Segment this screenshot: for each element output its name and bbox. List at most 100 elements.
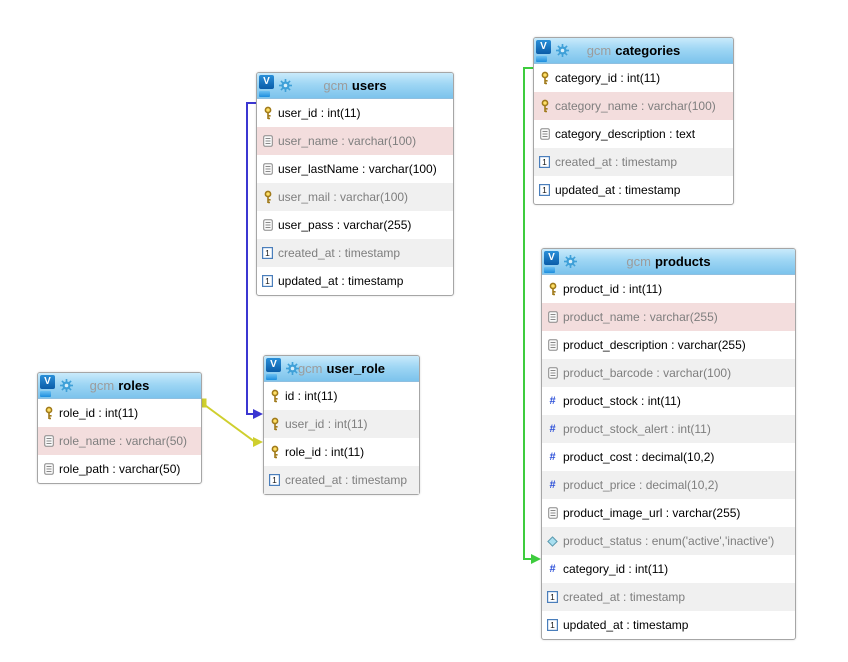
table-collapse-strip[interactable] bbox=[259, 91, 270, 97]
field-label: user_mail : varchar(100) bbox=[278, 190, 409, 204]
field-row-categories-category_id[interactable]: category_id : int(11) bbox=[534, 64, 733, 92]
field-row-products-product_description[interactable]: product_description : varchar(255) bbox=[542, 331, 795, 359]
table-name: products bbox=[654, 254, 711, 269]
field-row-categories-category_description[interactable]: category_description : text bbox=[534, 120, 733, 148]
svg-text:1: 1 bbox=[542, 185, 547, 195]
field-label: category_description : text bbox=[555, 127, 696, 141]
timestamp-icon: 1 bbox=[547, 619, 558, 631]
gear-icon[interactable] bbox=[60, 379, 73, 392]
field-icon-wrap bbox=[260, 219, 275, 231]
field-icon-wrap bbox=[537, 71, 552, 85]
text-column-icon bbox=[43, 435, 54, 447]
table-toggle-button[interactable]: V bbox=[266, 358, 281, 372]
numeric-column-icon: # bbox=[549, 394, 556, 407]
field-row-users-user_lastName[interactable]: user_lastName : varchar(100) bbox=[257, 155, 453, 183]
field-label: category_id : int(11) bbox=[563, 562, 669, 576]
field-row-roles-role_path[interactable]: role_path : varchar(50) bbox=[38, 455, 201, 483]
table-toggle-button[interactable]: V bbox=[40, 375, 55, 389]
field-label: id : int(11) bbox=[285, 389, 338, 403]
field-row-products-product_id[interactable]: product_id : int(11) bbox=[542, 275, 795, 303]
gear-icon[interactable] bbox=[556, 44, 569, 57]
field-row-products-product_stock_alert[interactable]: #product_stock_alert : int(11) bbox=[542, 415, 795, 443]
relation-arrowhead bbox=[253, 437, 263, 447]
field-label: created_at : timestamp bbox=[555, 155, 678, 169]
field-label: user_id : int(11) bbox=[285, 417, 368, 431]
field-row-products-category_id[interactable]: #category_id : int(11) bbox=[542, 555, 795, 583]
field-row-categories-created_at[interactable]: 1 created_at : timestamp bbox=[534, 148, 733, 176]
field-label: created_at : timestamp bbox=[285, 473, 408, 487]
field-label: created_at : timestamp bbox=[278, 246, 401, 260]
field-row-roles-role_name[interactable]: role_name : varchar(50) bbox=[38, 427, 201, 455]
table-collapse-strip[interactable] bbox=[536, 56, 547, 62]
field-row-users-user_pass[interactable]: user_pass : varchar(255) bbox=[257, 211, 453, 239]
field-row-users-user_mail[interactable]: user_mail : varchar(100) bbox=[257, 183, 453, 211]
field-row-users-user_id[interactable]: user_id : int(11) bbox=[257, 99, 453, 127]
svg-text:1: 1 bbox=[542, 157, 547, 167]
field-row-products-product_name[interactable]: product_name : varchar(255) bbox=[542, 303, 795, 331]
table-collapse-strip[interactable] bbox=[266, 374, 277, 380]
table-name: user_role bbox=[326, 361, 386, 376]
gear-icon[interactable] bbox=[279, 79, 292, 92]
primary-key-icon bbox=[549, 282, 556, 296]
field-icon-wrap bbox=[260, 106, 275, 120]
primary-key-icon bbox=[541, 71, 548, 85]
field-label: product_cost : decimal(10,2) bbox=[563, 450, 715, 464]
field-row-products-product_stock[interactable]: #product_stock : int(11) bbox=[542, 387, 795, 415]
svg-text:1: 1 bbox=[550, 620, 555, 630]
field-row-products-product_cost[interactable]: #product_cost : decimal(10,2) bbox=[542, 443, 795, 471]
gear-icon[interactable] bbox=[564, 255, 577, 268]
field-icon-wrap: 1 bbox=[260, 247, 275, 259]
gear-icon[interactable] bbox=[286, 362, 299, 375]
table-toggle-button[interactable]: V bbox=[536, 40, 551, 54]
field-label: role_name : varchar(50) bbox=[59, 434, 188, 448]
table-toggle-button[interactable]: V bbox=[259, 75, 274, 89]
field-icon-wrap bbox=[545, 311, 560, 323]
primary-key-icon bbox=[45, 406, 52, 420]
text-column-icon bbox=[43, 463, 54, 475]
field-row-products-product_status[interactable]: product_status : enum('active','inactive… bbox=[542, 527, 795, 555]
field-row-user_role-id[interactable]: id : int(11) bbox=[264, 382, 419, 410]
text-column-icon bbox=[539, 128, 550, 140]
database-prefix: gcm bbox=[626, 254, 651, 269]
relation-arrowhead bbox=[253, 409, 263, 419]
field-label: role_id : int(11) bbox=[285, 445, 365, 459]
field-icon-wrap bbox=[545, 339, 560, 351]
text-column-icon bbox=[547, 311, 558, 323]
field-row-users-user_name[interactable]: user_name : varchar(100) bbox=[257, 127, 453, 155]
field-label: product_id : int(11) bbox=[563, 282, 663, 296]
table-collapse-strip[interactable] bbox=[40, 391, 51, 397]
field-row-products-product_image_url[interactable]: product_image_url : varchar(255) bbox=[542, 499, 795, 527]
field-row-products-product_barcode[interactable]: product_barcode : varchar(100) bbox=[542, 359, 795, 387]
field-row-products-product_price[interactable]: #product_price : decimal(10,2) bbox=[542, 471, 795, 499]
field-row-categories-category_name[interactable]: category_name : varchar(100) bbox=[534, 92, 733, 120]
field-row-roles-role_id[interactable]: role_id : int(11) bbox=[38, 399, 201, 427]
relation-arrowhead bbox=[531, 554, 541, 564]
field-icon-wrap bbox=[267, 389, 282, 403]
table-toggle-button[interactable]: V bbox=[544, 251, 559, 265]
field-row-user_role-user_id[interactable]: user_id : int(11) bbox=[264, 410, 419, 438]
field-icon-wrap bbox=[260, 190, 275, 204]
field-row-user_role-role_id[interactable]: role_id : int(11) bbox=[264, 438, 419, 466]
table-collapse-strip[interactable] bbox=[544, 267, 555, 273]
